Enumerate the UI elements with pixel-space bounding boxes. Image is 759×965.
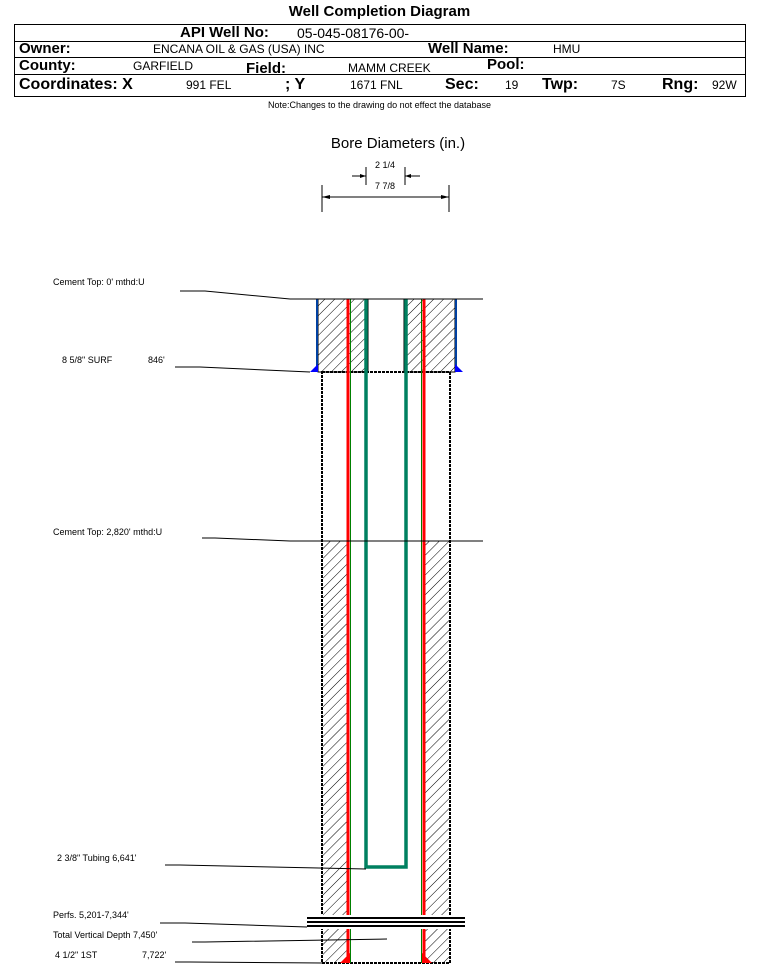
tubing-label: 2 3/8" Tubing 6,641': [57, 853, 137, 863]
production-cement: [321, 371, 451, 964]
perforations: [307, 915, 465, 929]
database-note: Note:Changes to the drawing do not effec…: [268, 100, 491, 110]
field-value: MAMM CREEK: [348, 61, 431, 75]
cement-top-2-label: Cement Top: 2,820' mthd:U: [53, 527, 162, 537]
coordinates-row: Coordinates: X 991 FEL ; Y 1671 FNL Sec:…: [15, 75, 745, 95]
production-casing-label: 4 1/2" 1ST: [55, 950, 98, 960]
outer-diameter-dimension: 7 7/8: [321, 181, 450, 212]
production-shoe-left-icon: [340, 953, 350, 963]
coord-y-label: ; Y: [285, 76, 306, 93]
field-label: Field:: [246, 60, 286, 77]
county-value: GARFIELD: [133, 59, 194, 73]
inner-diameter-label: 2 1/4: [375, 160, 395, 170]
pool-label: Pool:: [487, 56, 525, 73]
outer-diameter-label: 7 7/8: [375, 181, 395, 191]
coord-x-label: Coordinates: X: [19, 76, 133, 93]
well-name-value: HMU: [553, 42, 581, 56]
bore-diameters-title: Bore Diameters (in.): [331, 135, 465, 152]
surface-shoe-left-icon: [310, 364, 318, 372]
surface-depth-label: 846': [148, 355, 165, 365]
api-value: 05-045-08176-00-: [297, 25, 410, 41]
production-depth-label: 7,722': [142, 950, 167, 960]
owner-value: ENCANA OIL & GAS (USA) INC: [153, 42, 325, 56]
api-label: API Well No:: [180, 24, 269, 41]
surface-casing: [310, 298, 463, 373]
api-row: API Well No: 05-045-08176-00-: [15, 24, 745, 42]
owner-row: Owner: ENCANA OIL & GAS (USA) INC Well N…: [15, 40, 745, 58]
inner-diameter-dimension: 2 1/4: [352, 160, 420, 185]
well-name-label: Well Name:: [428, 40, 509, 57]
county-label: County:: [19, 57, 76, 74]
perfs-label: Perfs. 5,201-7,344': [53, 910, 129, 920]
page-title: Well Completion Diagram: [288, 3, 471, 20]
coord-x-value: 991 FEL: [186, 78, 232, 92]
production-casing: [340, 299, 432, 963]
tvd-label: Total Vertical Depth 7,450': [53, 930, 158, 940]
rng-value: 92W: [712, 78, 737, 92]
cement-top-1-label: Cement Top: 0' mthd:U: [53, 277, 145, 287]
twp-value: 7S: [611, 78, 626, 92]
sec-label: Sec:: [445, 76, 479, 93]
well-header-table: API Well No: 05-045-08176-00- Owner: ENC…: [14, 24, 746, 97]
rng-label: Rng:: [662, 76, 699, 93]
county-row: County: GARFIELD Field: MAMM CREEK Pool:: [15, 56, 745, 77]
twp-label: Twp:: [542, 76, 579, 93]
surface-casing-label: 8 5/8" SURF: [62, 355, 113, 365]
coord-y-value: 1671 FNL: [350, 78, 403, 92]
tubing: [364, 299, 408, 869]
sec-value: 19: [505, 78, 519, 92]
owner-label: Owner:: [19, 40, 71, 57]
surface-shoe-right-icon: [455, 364, 463, 372]
production-shoe-right-icon: [422, 953, 432, 963]
